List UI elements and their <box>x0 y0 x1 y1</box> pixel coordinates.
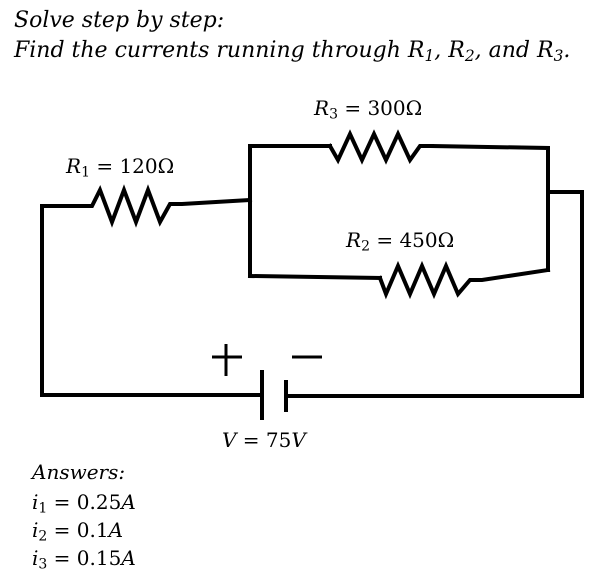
answer-i1-value: = 0.25 <box>47 490 122 514</box>
voltage-value: = 75 <box>236 428 292 452</box>
r2-label-value: = 450Ω <box>369 228 455 252</box>
answers-title: Answers: <box>32 460 126 484</box>
answer-i1-unit: A <box>121 490 136 514</box>
answer-i3-symbol: i <box>32 546 39 570</box>
r1-label-subscript: 1 <box>81 164 90 181</box>
problem-instruction: Solve step by step: <box>14 8 225 33</box>
resistor-r3 <box>327 129 434 165</box>
r3-label-subscript: 3 <box>329 106 338 123</box>
r2-label: R2 = 450Ω <box>346 228 455 254</box>
problem-period: . <box>563 38 571 63</box>
r2-label-symbol: R <box>346 228 362 252</box>
r1-label: R1 = 120Ω <box>66 154 175 180</box>
answer-i3: i3 = 0.15A <box>32 546 136 572</box>
r1-label-value: = 120Ω <box>89 154 175 178</box>
problem-line-2: Find the currents running through R1, R2… <box>14 38 571 65</box>
problem-r2-subscript: 2 <box>464 46 475 65</box>
answer-i3-unit: A <box>121 546 136 570</box>
r3-label: R3 = 300Ω <box>314 96 423 122</box>
r3-label-symbol: R <box>314 96 330 120</box>
problem-r2-symbol: R <box>448 38 465 63</box>
r2-label-subscript: 2 <box>361 238 370 255</box>
problem-separator-1: , <box>434 38 449 63</box>
voltage-label: V = 75V <box>222 430 306 450</box>
problem-r3-symbol: R <box>537 38 554 63</box>
answer-i2-unit: A <box>108 518 124 542</box>
wire-r3-right <box>429 143 550 272</box>
answer-i1-subscript: 1 <box>38 500 48 517</box>
problem-separator-2: , and <box>474 38 538 63</box>
problem-r1-symbol: R <box>407 38 425 63</box>
plus-sign-icon <box>212 344 242 376</box>
problem-question: Find the currents running through <box>14 38 408 63</box>
problem-r1-subscript: 1 <box>424 46 435 65</box>
r3-label-value: = 300Ω <box>337 96 423 120</box>
wire-right <box>286 190 584 398</box>
resistor-r1 <box>68 184 253 228</box>
r1-label-symbol: R <box>66 154 82 178</box>
answer-i2: i2 = 0.1A <box>32 518 124 544</box>
answer-i1-symbol: i <box>32 490 39 514</box>
problem-r3-subscript: 3 <box>553 46 564 65</box>
answer-i3-value: = 0.15 <box>47 546 122 570</box>
answer-i1: i1 = 0.25A <box>32 490 136 516</box>
voltage-symbol: V <box>222 428 237 452</box>
wire-left-bottom <box>40 204 260 397</box>
answer-i2-subscript: 2 <box>38 528 48 545</box>
wire-r2-left <box>247 273 383 281</box>
resistor-r2 <box>377 260 551 300</box>
answer-i2-symbol: i <box>32 518 39 542</box>
answer-i2-value: = 0.1 <box>47 518 109 542</box>
voltage-unit: V <box>291 428 306 452</box>
problem-line-1: Solve step by step: <box>14 10 224 32</box>
answer-i3-subscript: 3 <box>38 556 48 573</box>
